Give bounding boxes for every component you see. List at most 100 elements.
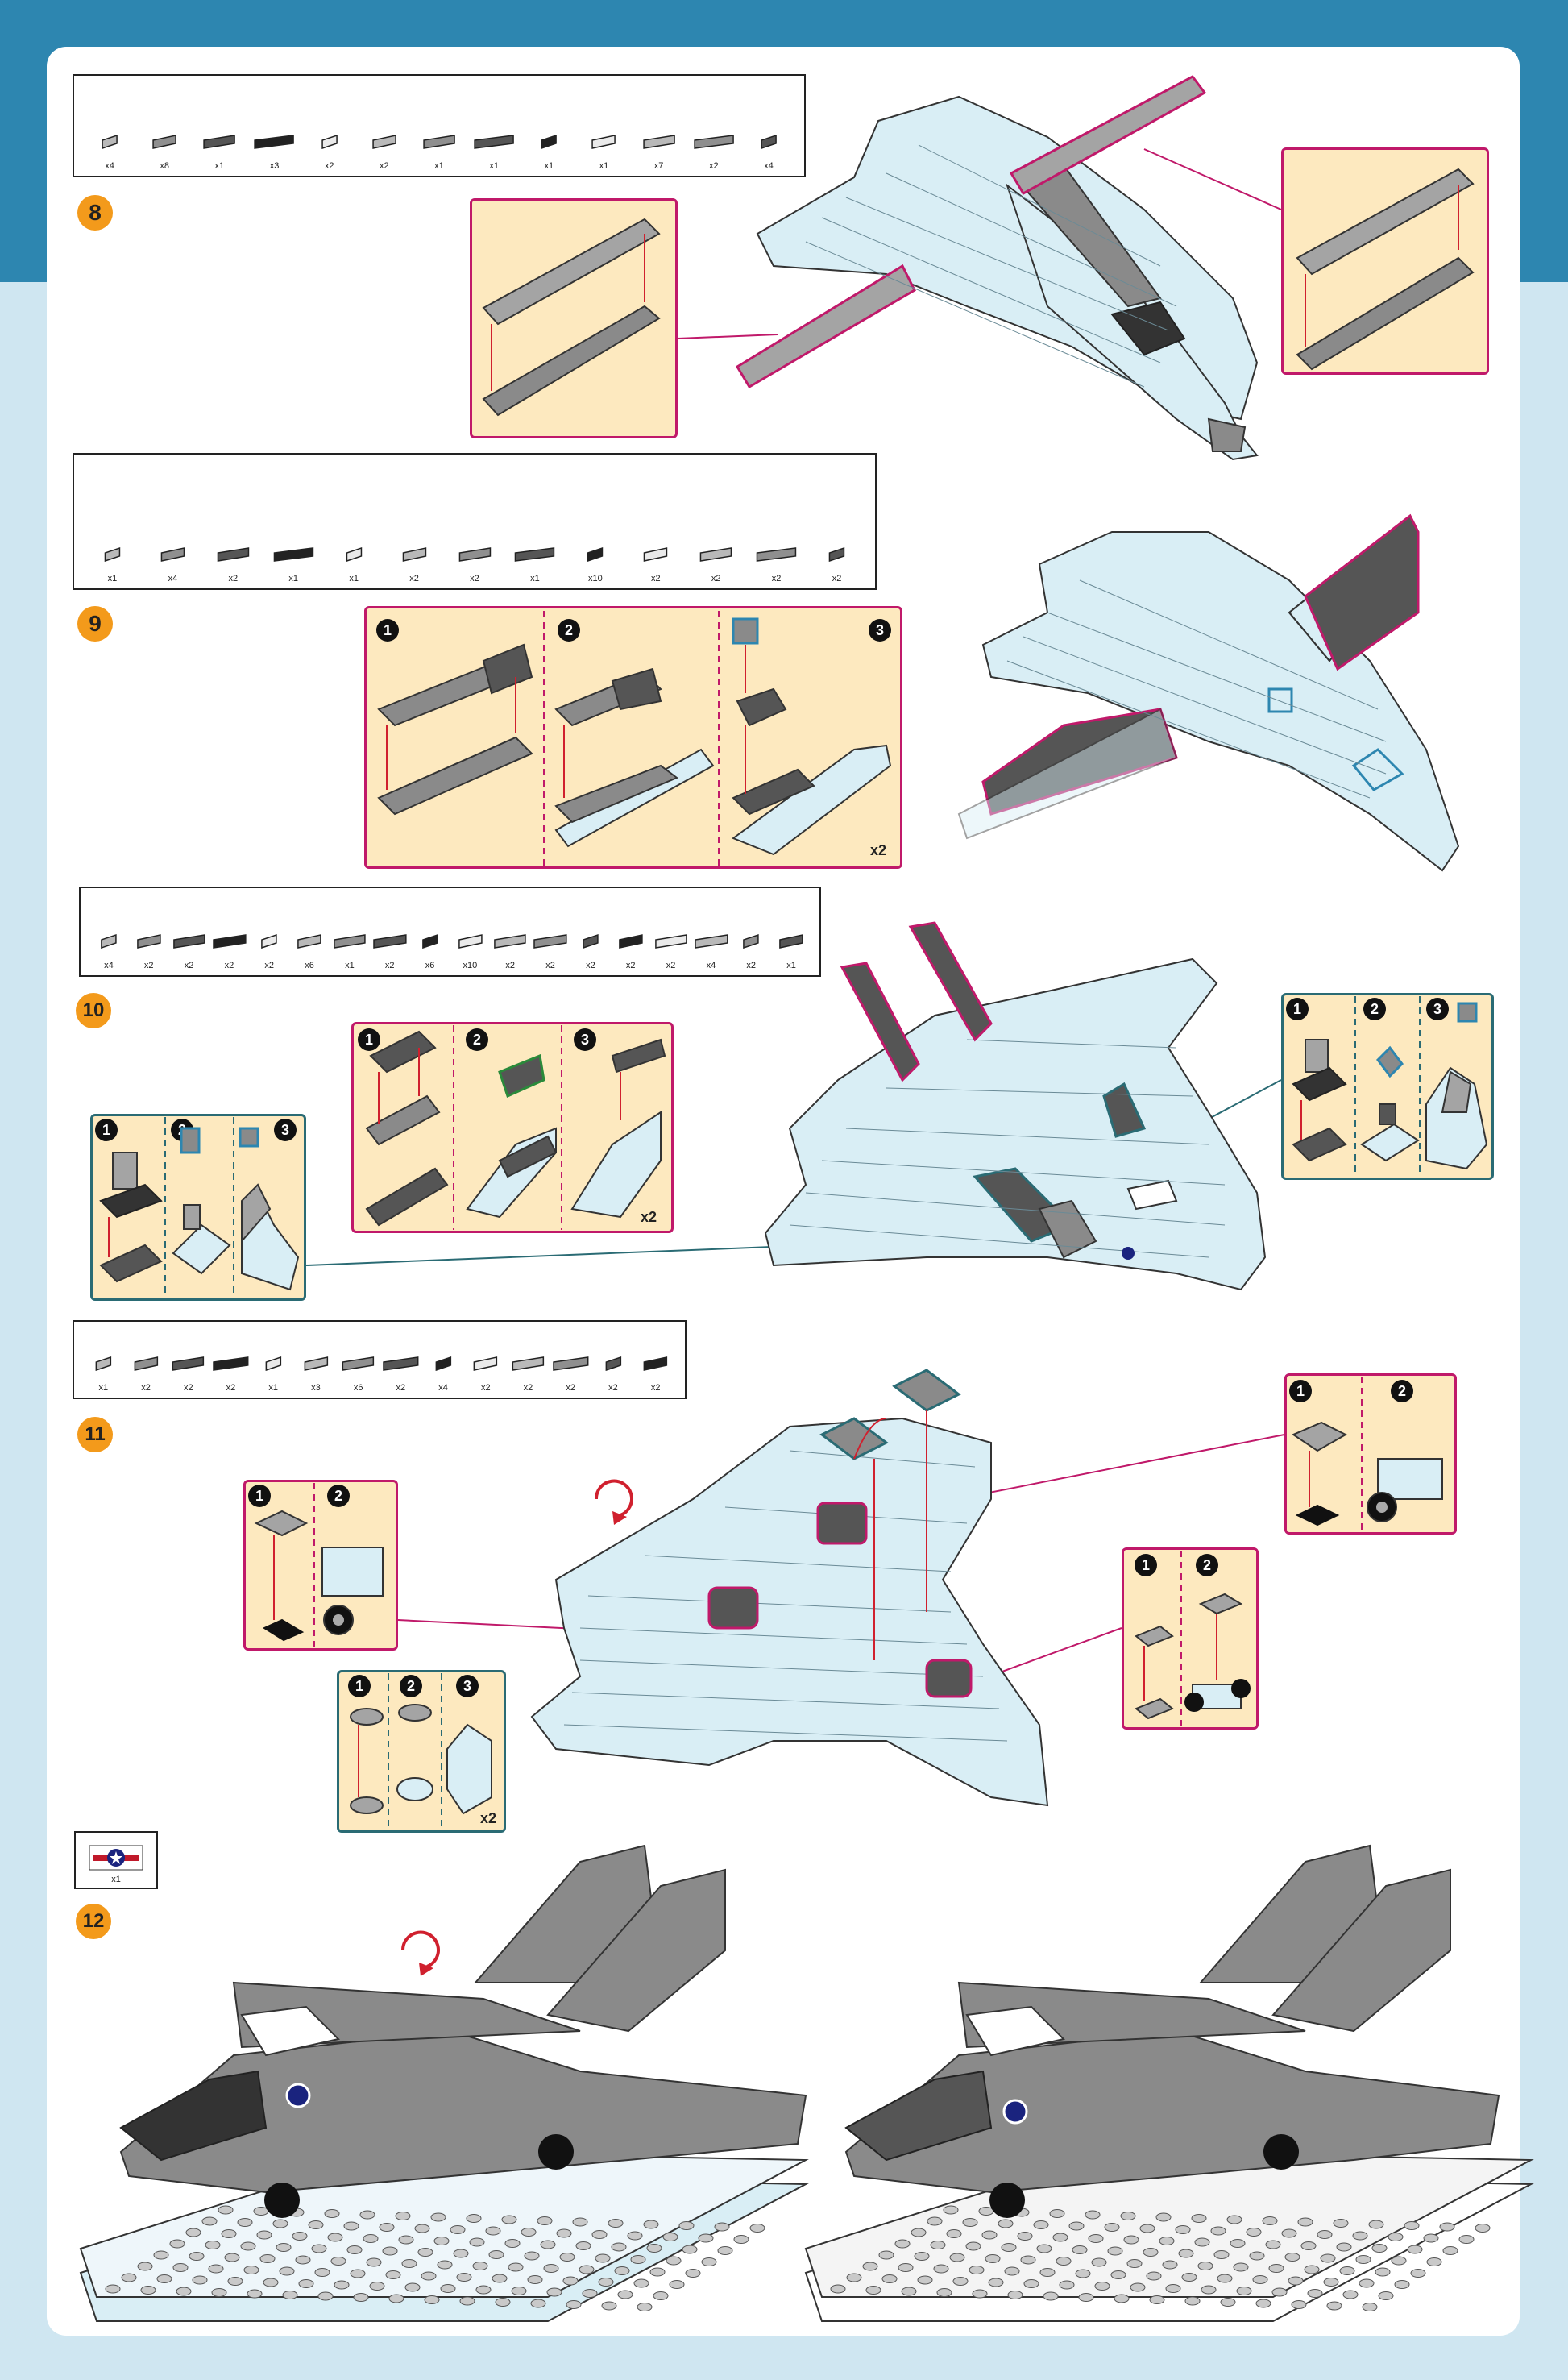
baseplate-stud	[614, 2266, 630, 2275]
step-11-bottom-sub-3: 3	[456, 1675, 479, 1697]
part-item: x2	[209, 1338, 252, 1393]
baseplate-stud	[901, 2287, 917, 2296]
baseplate-stud	[595, 2253, 611, 2263]
baseplate-stud	[653, 2291, 669, 2300]
baseplate-stud	[1075, 2269, 1091, 2278]
part-item: x2	[445, 471, 505, 584]
baseplate-stud	[501, 2215, 517, 2224]
brick-icon	[494, 934, 526, 949]
baseplate-stud	[898, 2263, 914, 2272]
jet-step-8	[735, 75, 1259, 461]
baseplate-stud	[1300, 2241, 1317, 2250]
baseplate-stud	[969, 2266, 985, 2274]
baseplate-stud	[627, 2231, 643, 2241]
parts-box-step-12: x1	[74, 1831, 158, 1889]
sticker-part: x1	[76, 1844, 156, 1884]
brick-icon	[423, 135, 455, 149]
baseplate-stud	[450, 2225, 466, 2234]
baseplate-stud	[121, 2273, 137, 2282]
part-item: x2	[507, 1338, 550, 1393]
part-quantity: x2	[711, 574, 721, 584]
baseplate-stud	[917, 2275, 933, 2285]
step-number-12: 12	[76, 1904, 111, 1939]
baseplate-stud	[1104, 2223, 1120, 2232]
step-10-center-sub-3-mult: x2	[641, 1209, 657, 1225]
baseplate-stud	[350, 2269, 366, 2278]
part-item: x2	[530, 904, 570, 970]
part-item: x2	[125, 1338, 168, 1393]
baseplate-stud	[247, 2289, 263, 2299]
step-9-sub-1: 1	[376, 619, 399, 642]
baseplate-stud	[930, 2241, 946, 2249]
step-9-sub-2: 2	[558, 619, 580, 642]
baseplate-stud	[492, 2274, 508, 2283]
baseplate-stud	[978, 2207, 994, 2216]
baseplate-stud	[156, 2274, 172, 2283]
baseplate-stud	[865, 2286, 881, 2295]
part-item: x3	[295, 1338, 338, 1393]
baseplate-stud	[253, 2207, 269, 2216]
part-quantity: x2	[625, 961, 636, 970]
part-quantity: x2	[666, 961, 676, 970]
baseplate-stud	[1458, 2235, 1475, 2244]
brick-icon	[643, 1356, 668, 1371]
part-quantity: x2	[608, 1383, 618, 1393]
baseplate-stud	[1143, 2248, 1159, 2257]
baseplate-stud	[1268, 2264, 1284, 2273]
baseplate-stud	[1368, 2220, 1384, 2229]
part-quantity: x6	[305, 961, 314, 970]
step-9-sub-2-bricks	[554, 667, 715, 848]
baseplate-stud	[343, 2221, 359, 2231]
part-quantity: x2	[224, 961, 234, 970]
baseplate-stud	[527, 2275, 543, 2284]
brick-icon	[342, 1356, 375, 1371]
part-item: x1	[576, 92, 631, 171]
step-9-sub-1-bricks	[377, 643, 533, 816]
brick-icon	[458, 547, 491, 562]
baseplate-stud	[224, 2253, 240, 2262]
baseplate-stud	[1178, 2249, 1194, 2258]
baseplate-stud	[1307, 2289, 1323, 2298]
baseplate-stud	[575, 2241, 591, 2250]
step-8-sub-right	[1296, 168, 1475, 371]
part-item: x1	[82, 1338, 125, 1393]
baseplate-stud	[914, 2252, 930, 2261]
part-quantity: x10	[587, 574, 603, 584]
baseplate-stud	[1233, 2262, 1249, 2272]
baseplate-stud	[649, 2267, 666, 2277]
part-quantity: x7	[653, 161, 664, 171]
baseplate-stud	[424, 2295, 440, 2304]
baseplate-stud	[1391, 2256, 1407, 2266]
brick-icon	[95, 1356, 112, 1372]
baseplate-stud	[630, 2255, 646, 2264]
brick-icon	[694, 934, 728, 949]
baseplate-stud	[314, 2268, 330, 2277]
part-quantity: x1	[214, 161, 225, 171]
baseplate-stud	[862, 2262, 878, 2271]
baseplate-stud	[140, 2286, 156, 2295]
baseplate-stud	[1236, 2287, 1252, 2295]
step-11-right-top-bricks	[1291, 1421, 1443, 1526]
baseplate-stud	[1246, 2228, 1262, 2237]
baseplate-stud	[1220, 2298, 1236, 2307]
part-quantity: x1	[530, 574, 540, 584]
part-quantity: x2	[470, 574, 479, 584]
baseplate-stud	[1213, 2250, 1230, 2259]
part-item: x1	[263, 471, 324, 584]
part-quantity: x2	[143, 961, 154, 970]
part-item: x1	[467, 92, 521, 171]
brick-icon	[273, 547, 313, 562]
step-8-sub-left	[482, 218, 661, 417]
baseplate-stud	[475, 2285, 492, 2295]
part-item: x2	[380, 1338, 422, 1393]
baseplate-stud	[414, 2224, 430, 2233]
baseplate-stud	[227, 2277, 243, 2286]
baseplate-stud	[1288, 2276, 1304, 2286]
baseplate-stud	[1262, 2216, 1278, 2225]
baseplate-stud	[830, 2284, 846, 2294]
brick-icon	[217, 547, 250, 562]
baseplate-stud	[530, 2299, 546, 2308]
baseplate-stud	[1052, 2233, 1068, 2242]
baseplate-stud	[1049, 2209, 1065, 2218]
